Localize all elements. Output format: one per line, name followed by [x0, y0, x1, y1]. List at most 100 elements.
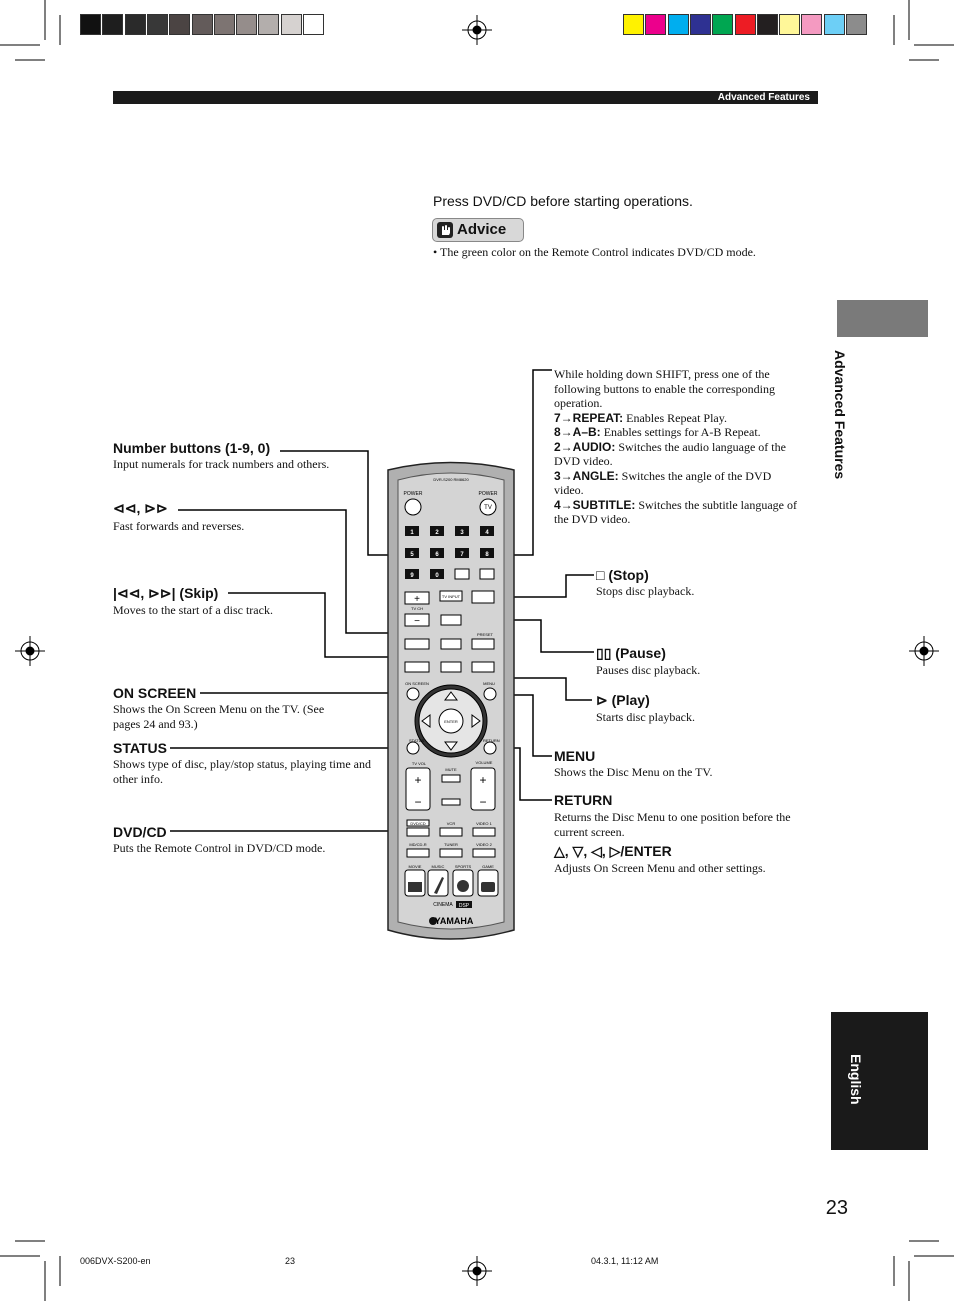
- key-5[interactable]: [405, 548, 419, 558]
- slow-button[interactable]: [440, 661, 462, 673]
- remote-model: DVR-S200 RM8620: [433, 477, 469, 482]
- forward-button[interactable]: [471, 661, 495, 673]
- shift-key: 2→AUDIO:: [554, 439, 616, 454]
- enter-button[interactable]: [438, 708, 464, 734]
- callout-text: Starts disc playback.: [596, 710, 695, 724]
- key-plus10[interactable]: [454, 568, 470, 580]
- shift-item-subtitle: 4→SUBTITLE: Switches the subtitle langua…: [554, 498, 799, 527]
- callout-title: STATUS: [113, 740, 167, 756]
- tv-volume-rocker[interactable]: [405, 767, 431, 811]
- tuner-button[interactable]: [439, 848, 463, 858]
- video2-button[interactable]: [472, 848, 496, 858]
- svg-text:+: +: [414, 773, 421, 787]
- gray-swatch: [80, 14, 101, 35]
- dvd-cd-label-box: [406, 819, 430, 827]
- pause-button[interactable]: [440, 614, 462, 626]
- status-button[interactable]: [406, 741, 420, 755]
- music-label: MUSIC: [432, 864, 445, 869]
- shift-key: 8→A–B:: [554, 425, 601, 439]
- reverse-button[interactable]: [404, 661, 430, 673]
- page-number: 23: [825, 1197, 848, 1219]
- key-9[interactable]: [405, 569, 419, 579]
- callout-text: Pauses disc playback.: [596, 663, 701, 677]
- gray-swatch: [102, 14, 124, 35]
- key-7[interactable]: [455, 548, 469, 558]
- video1-button[interactable]: [472, 827, 496, 837]
- callout-text: Input numerals for track numbers and oth…: [113, 457, 330, 471]
- key-label: 4: [485, 530, 489, 536]
- gray-swatch: [280, 14, 302, 35]
- callout-pause: ▯▯ (Pause) Pauses disc playback.: [596, 645, 796, 678]
- vcr-label: VCR: [447, 821, 456, 826]
- key-label: 5: [410, 552, 414, 558]
- tv-ch-down-button[interactable]: [404, 613, 430, 627]
- footer-datetime: 04.3.1, 11:12 AM: [591, 1256, 659, 1266]
- footer-page: 23: [285, 1256, 296, 1266]
- play-button[interactable]: [440, 638, 462, 650]
- callout-text: Puts the Remote Control in DVD/CD mode.: [113, 841, 326, 855]
- volume-rocker[interactable]: [470, 767, 496, 811]
- gray-swatch: [191, 14, 213, 35]
- callout-title: ▯▯ (Pause): [596, 645, 666, 661]
- key-6[interactable]: [430, 548, 444, 558]
- key-1[interactable]: [405, 526, 419, 536]
- stop-button[interactable]: [471, 590, 495, 604]
- color-swatch: [779, 14, 801, 35]
- key-label: 7: [460, 552, 464, 558]
- key-8[interactable]: [480, 548, 494, 558]
- remote-power-button[interactable]: [404, 498, 422, 516]
- game-icon: [481, 882, 495, 892]
- callout-text: Adjusts On Screen Menu and other setting…: [554, 861, 766, 875]
- amp-button[interactable]: [441, 798, 461, 806]
- footer-file: 006DVX-S200-en: [80, 1256, 151, 1266]
- key-3[interactable]: [455, 526, 469, 536]
- callout-status: STATUS Shows type of disc, play/stop sta…: [113, 740, 378, 787]
- callout-menu: MENU Shows the Disc Menu on the TV.: [554, 748, 804, 780]
- svg-text:+: +: [414, 594, 420, 605]
- advice-label: Advice: [457, 221, 507, 238]
- skip-forward-button[interactable]: [471, 638, 495, 650]
- key-shift[interactable]: [479, 568, 495, 580]
- dsp-badge: [456, 901, 472, 908]
- skip-back-button[interactable]: [404, 638, 430, 650]
- color-swatch: [645, 14, 667, 35]
- vcr-button[interactable]: [439, 827, 463, 837]
- key-0[interactable]: [430, 569, 444, 579]
- on-screen-button[interactable]: [406, 687, 420, 701]
- mute-button[interactable]: [441, 774, 461, 783]
- gray-swatch: [303, 14, 324, 35]
- advice-badge: Advice: [432, 218, 524, 242]
- tv-ch-up-button[interactable]: [404, 591, 430, 605]
- callout-skip: |⊲⊲, ⊳⊳| (Skip) Moves to the start of a …: [113, 585, 313, 618]
- tv-input-label: TV INPUT: [442, 594, 461, 599]
- dvd-cd-label: DVD/CD: [410, 821, 425, 826]
- side-tab-section: Advanced Features: [832, 350, 878, 485]
- callout-return: RETURN Returns the Disc Menu to one posi…: [554, 792, 819, 840]
- music-button[interactable]: [427, 869, 449, 897]
- registration-mark-icon: [15, 15, 939, 1286]
- section-header-label: Advanced Features: [717, 92, 810, 103]
- key-label: 1: [410, 530, 414, 536]
- callout-title: □ (Stop): [596, 567, 649, 583]
- dvd-cd-button[interactable]: [406, 827, 430, 837]
- callout-dvd-cd: DVD/CD Puts the Remote Control in DVD/CD…: [113, 824, 373, 856]
- md-cdr-button[interactable]: [406, 848, 430, 858]
- language-tab: English: [831, 1012, 928, 1150]
- gray-swatch: [124, 14, 146, 35]
- callout-text: Fast forwards and reverses.: [113, 519, 245, 533]
- shift-text: Switches the subtitle language of the DV…: [554, 497, 797, 527]
- menu-button[interactable]: [483, 687, 497, 701]
- key-4[interactable]: [480, 526, 494, 536]
- callout-title: DVD/CD: [113, 824, 167, 840]
- callout-text: Shows type of disc, play/stop status, pl…: [113, 757, 371, 786]
- return-button[interactable]: [483, 741, 497, 755]
- key-2[interactable]: [430, 526, 444, 536]
- shift-note: While holding down SHIFT, press one of t…: [554, 367, 799, 527]
- remote-power-label-tv: POWER: [479, 491, 498, 497]
- shift-item-audio: 2→AUDIO: Switches the audio language of …: [554, 440, 799, 469]
- remote-tv-power-button[interactable]: [479, 498, 497, 516]
- color-swatch: [623, 14, 644, 35]
- game-label: GAME: [482, 864, 494, 869]
- gray-swatch: [258, 14, 280, 35]
- tv-input-button[interactable]: [439, 590, 463, 602]
